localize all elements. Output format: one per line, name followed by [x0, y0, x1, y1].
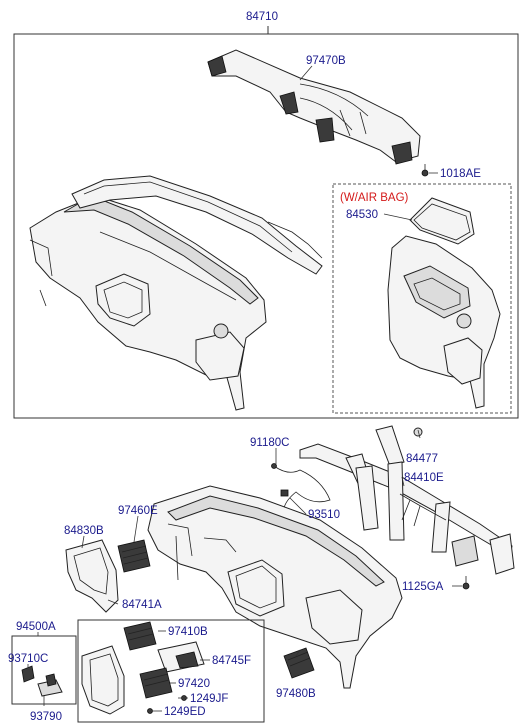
wiring-harness-91180c [271, 463, 331, 509]
leader-84741a [107, 599, 119, 605]
label-97470b: 97470B [306, 55, 346, 67]
label-94500a: 94500A [16, 621, 56, 633]
leader-97480b [295, 649, 301, 657]
label-93510: 93510 [308, 509, 340, 521]
airbag-door-84530 [409, 197, 475, 245]
vent-97410b [123, 621, 157, 651]
crash-pad-main-84710 [29, 175, 323, 411]
label-84410e: 84410E [404, 472, 444, 484]
passenger-panel-airbag [387, 235, 501, 409]
cowl-cross-bar-84410e [299, 425, 515, 575]
label-93790: 93790 [30, 711, 62, 723]
label-91180c: 91180C [250, 437, 289, 449]
label-84477: 84477 [406, 453, 438, 465]
switch-93710c [21, 665, 35, 683]
bezel-84745f [157, 641, 205, 673]
label-84741a: 84741A [122, 599, 162, 611]
center-vent-97460e [117, 539, 151, 573]
screw-1249ed [147, 708, 153, 714]
label-84710: 84710 [246, 11, 278, 23]
center-fascia-panel [81, 645, 125, 715]
label-1249ed: 1249ED [164, 706, 206, 718]
label-84830b: 84830B [64, 525, 104, 537]
label-97420: 97420 [178, 678, 210, 690]
screw-1018ae [421, 164, 429, 177]
label-84530: 84530 [346, 209, 378, 221]
leader-97460e [133, 515, 139, 543]
switch-93790 [37, 673, 63, 697]
leader-84477 [417, 429, 421, 439]
label-w-air-bag: (W/AIR BAG) [340, 192, 409, 204]
center-fascia-box [77, 619, 265, 723]
leader-93510 [289, 497, 307, 515]
cluster-fascia-84830b [65, 539, 119, 613]
label-1018ae: 1018AE [440, 168, 481, 180]
label-97480b: 97480B [276, 688, 316, 700]
leader-97470b [299, 65, 313, 81]
leader-84530 [383, 213, 413, 221]
bolt-1125ga [462, 576, 470, 590]
label-97460e: 97460E [118, 505, 158, 517]
airbag-option-box [332, 183, 512, 414]
label-1125ga: 1125GA [402, 581, 444, 593]
crash-pad-lower [147, 485, 403, 689]
leader-84410e [401, 476, 405, 487]
label-97410b: 97410B [168, 626, 208, 638]
leader-84830b [81, 535, 85, 549]
vent-97420 [139, 667, 173, 699]
label-84745f: 84745F [212, 655, 251, 667]
label-1249jf: 1249JF [190, 693, 228, 705]
side-vent-97480b [283, 647, 315, 679]
label-93710c: 93710C [8, 653, 48, 665]
assembly-frame-84710 [13, 26, 519, 419]
air-duct-97470b [207, 49, 421, 165]
